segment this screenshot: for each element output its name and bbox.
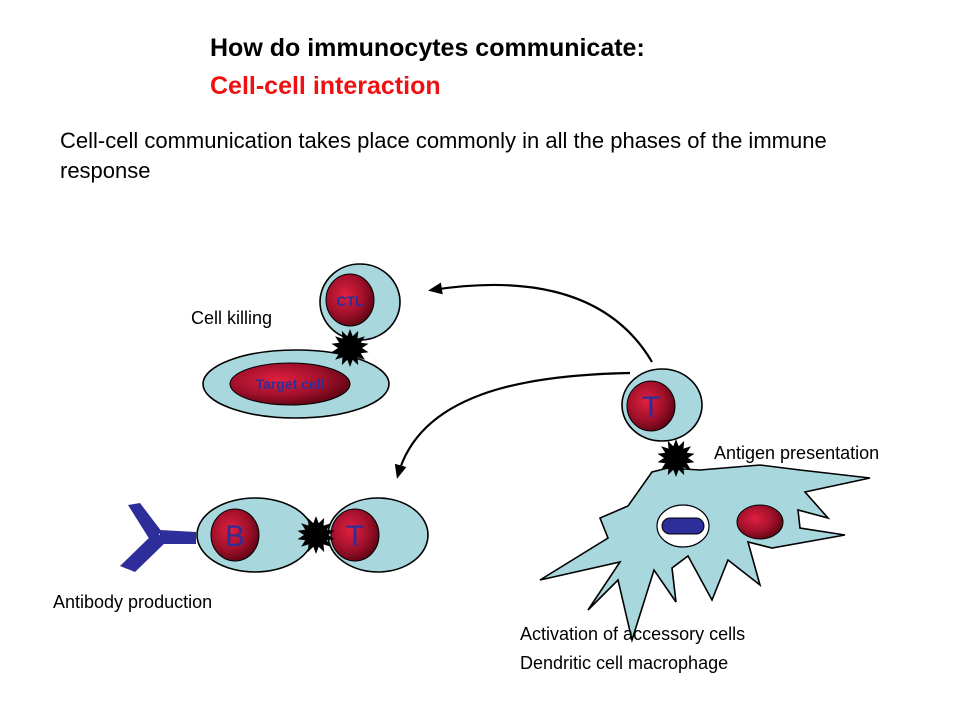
antigen-fragment: [661, 517, 705, 535]
t-helper-label: T: [346, 520, 364, 553]
b-cell-nucleus: [210, 508, 260, 562]
label-antibody-production: Antibody production: [53, 592, 213, 612]
antibody-icon: [120, 503, 196, 572]
ctl-nucleus: [325, 273, 375, 327]
t-cell-label: T: [642, 391, 660, 424]
label-dendritic-macrophage: Dendritic cell macrophage: [520, 653, 729, 673]
synapse-star-killing-icon: [331, 329, 369, 367]
target-cell: Target cell: [202, 349, 390, 419]
synapse-star-antigen-icon: [657, 439, 695, 477]
page-subtitle: Cell-cell interaction: [210, 72, 441, 100]
label-cell-killing: Cell killing: [191, 308, 273, 328]
page-title: How do immunocytes communicate:: [210, 34, 645, 62]
t-cell-nucleus: [626, 380, 676, 432]
dendritic-cell-body: [539, 464, 871, 644]
arrow-to-antibody-production: [394, 371, 631, 479]
target-cell-nucleus: [229, 362, 351, 406]
t-helper-cell: T: [327, 497, 429, 573]
intro-text: Cell-cell communication takes place comm…: [60, 128, 827, 183]
ctl-cell: CTL: [319, 263, 401, 341]
b-cell: B: [196, 497, 314, 573]
arrow-to-cell-killing: [428, 282, 653, 363]
label-antigen-presentation: Antigen presentation: [714, 443, 880, 463]
t-helper-nucleus: [330, 508, 380, 562]
dendritic-nucleus: [736, 504, 784, 540]
ctl-label: CTL: [336, 293, 364, 309]
synapse-star-help-icon: [297, 516, 335, 554]
b-cell-label: B: [225, 520, 245, 553]
dendritic-cell: [539, 464, 871, 644]
t-cell-presenting: T: [621, 368, 703, 442]
label-activation-accessory: Activation of accessory cells: [520, 624, 746, 644]
target-cell-label: Target cell: [256, 376, 325, 392]
